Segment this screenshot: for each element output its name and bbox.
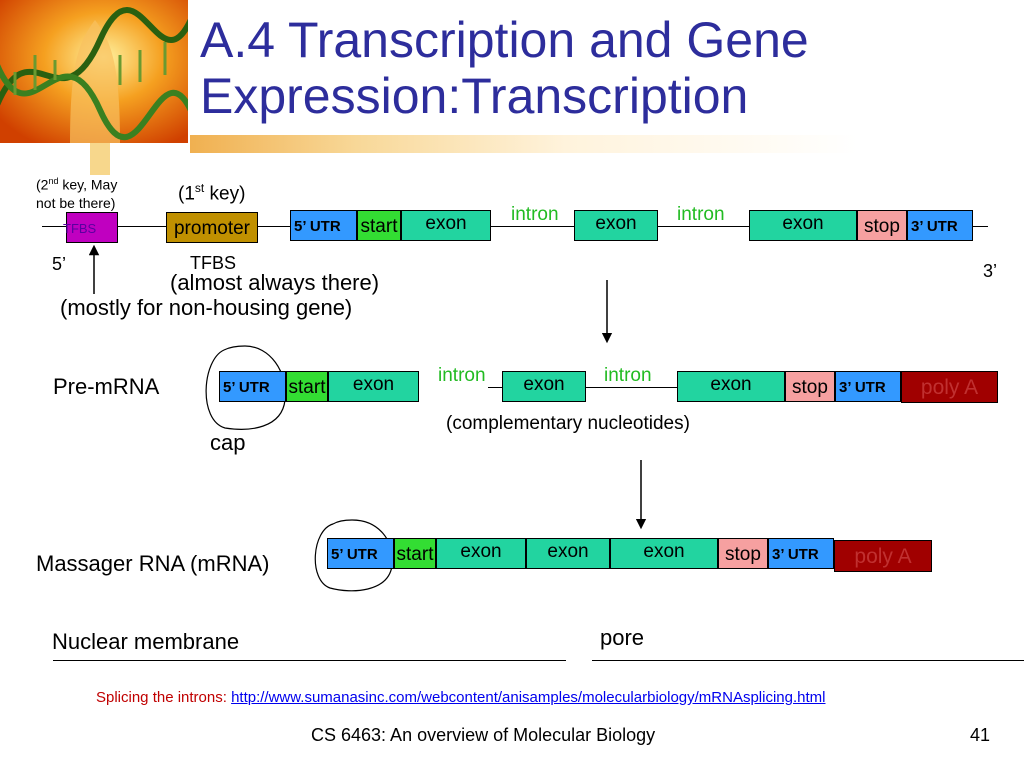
first-key-sup: st: [194, 181, 205, 195]
slide-title: A.4 Transcription and Gene Expression:Tr…: [200, 12, 809, 124]
pre-exon-box-2: exon: [502, 371, 586, 402]
page-number: 41: [970, 725, 991, 745]
membrane-line-right: [592, 660, 1024, 661]
pre-5utr-box: 5’ UTR: [219, 371, 286, 402]
mrna-exon-box-1: exon: [436, 538, 526, 569]
title-line-1: A.4 Transcription and Gene: [200, 12, 809, 68]
pre-intron-label-2: intron: [604, 365, 652, 386]
dna-strand-line: [42, 226, 988, 227]
almost-always-label: (almost always there): [170, 270, 380, 295]
dna-promoter-box: promoter: [166, 212, 258, 243]
first-key-post: key): [204, 183, 246, 205]
dna-exon-label-2: exon: [595, 213, 637, 234]
mrna-3utr-box: 3’ UTR: [768, 538, 834, 569]
pre-start-label: start: [288, 377, 326, 398]
pre-exon-box-1: exon: [328, 371, 419, 402]
first-key-note: (1st key): [178, 182, 245, 203]
pre-start-box: start: [286, 371, 328, 402]
mrna-exon-box-3: exon: [610, 538, 718, 569]
splicing-link[interactable]: http://www.sumanasinc.com/webcontent/ani…: [231, 689, 826, 706]
pre-5utr-label: 5’ UTR: [223, 379, 270, 396]
membrane-line-left: [53, 660, 566, 661]
mrna-exon-label-1: exon: [460, 541, 502, 562]
dna-exon-box-1: exon: [401, 210, 491, 241]
pre-mrna-label: Pre-mRNA: [53, 374, 160, 399]
mrna-3utr-label: 3’ UTR: [772, 546, 819, 563]
dna-tfbs-box: TFBS: [63, 212, 118, 243]
dna-stop-box: stop: [857, 210, 907, 241]
pre-exon-label-2: exon: [523, 374, 565, 395]
pre-stop-label: stop: [792, 377, 828, 398]
complementary-label: (complementary nucleotides): [446, 413, 690, 434]
mrna-5utr-label: 5’ UTR: [331, 546, 378, 563]
pre-exon-box-3: exon: [677, 371, 785, 402]
cap-outline-mrna: [314, 519, 393, 592]
mrna-poly-a-box: poly A: [834, 540, 932, 572]
pre-intron-label-1: intron: [438, 365, 486, 386]
dna-helix-logo: [0, 0, 198, 143]
tfbs-below-label: TFBS: [190, 253, 237, 273]
footer-text: CS 6463: An overview of Molecular Biolog…: [311, 725, 656, 745]
second-key-post1: key, May: [58, 176, 118, 193]
dna-stop-label: stop: [864, 216, 900, 237]
pre-poly-a-box: poly A: [901, 371, 998, 403]
cap-outline-premrna: [205, 345, 286, 430]
decorative-bar: [90, 143, 110, 175]
pre-3utr-label: 3’ UTR: [839, 379, 886, 396]
second-key-sup: nd: [48, 176, 59, 186]
five-prime-label: 5’: [52, 254, 67, 274]
mrna-label: Massager RNA (mRNA): [36, 551, 270, 576]
dna-exon-label-1: exon: [425, 213, 467, 234]
dna-promoter-label: promoter: [173, 218, 251, 239]
mrna-stop-label: stop: [725, 544, 761, 565]
dna-5utr-label: 5’ UTR: [294, 218, 341, 235]
mrna-start-box: start: [394, 538, 436, 569]
mrna-start-label: start: [396, 544, 434, 565]
dna-exon-label-3: exon: [782, 213, 824, 234]
cap-label: cap: [210, 430, 246, 455]
dna-start-label: start: [360, 216, 398, 237]
title-gradient-rule: [190, 135, 1024, 153]
pre-stop-box: stop: [785, 371, 835, 402]
three-prime-label: 3’: [983, 261, 998, 281]
dna-3utr-label: 3’ UTR: [911, 218, 958, 235]
pre-exon-label-1: exon: [352, 374, 395, 395]
dna-intron-label-1: intron: [511, 204, 559, 225]
mrna-5utr-box: 5’ UTR: [327, 538, 394, 569]
second-key-post2: not be there): [36, 194, 116, 211]
pre-3utr-box: 3’ UTR: [835, 371, 901, 402]
nuclear-membrane-label: Nuclear membrane: [52, 629, 240, 654]
dna-intron-label-2: intron: [677, 204, 725, 225]
mostly-for-label: (mostly for non-housing gene): [60, 295, 353, 320]
mrna-exon-box-2: exon: [526, 538, 610, 569]
splicing-label: Splicing the introns:: [96, 689, 232, 706]
dna-5utr-box: 5’ UTR: [290, 210, 357, 241]
title-line-2: Expression:Transcription: [200, 68, 749, 124]
dna-start-box: start: [357, 210, 401, 241]
mrna-exon-label-3: exon: [643, 541, 685, 562]
second-key-pre: (2: [36, 176, 49, 193]
pore-label: pore: [600, 625, 645, 650]
splicing-note: Splicing the introns: http://www.sumanas…: [96, 690, 826, 705]
dna-exon-box-3: exon: [749, 210, 857, 241]
dna-3utr-box: 3’ UTR: [907, 210, 973, 241]
first-key-pre: (1: [178, 183, 195, 205]
mrna-poly-a-label: poly A: [854, 545, 912, 568]
pre-exon-label-3: exon: [710, 374, 752, 395]
pre-poly-a-label: poly A: [920, 376, 979, 399]
mrna-exon-label-2: exon: [547, 541, 589, 562]
dna-exon-box-2: exon: [574, 210, 658, 241]
second-key-note: (2nd key, May not be there): [36, 172, 117, 212]
mrna-stop-box: stop: [718, 538, 768, 569]
dna-tfbs-label: TFBS: [63, 221, 97, 236]
